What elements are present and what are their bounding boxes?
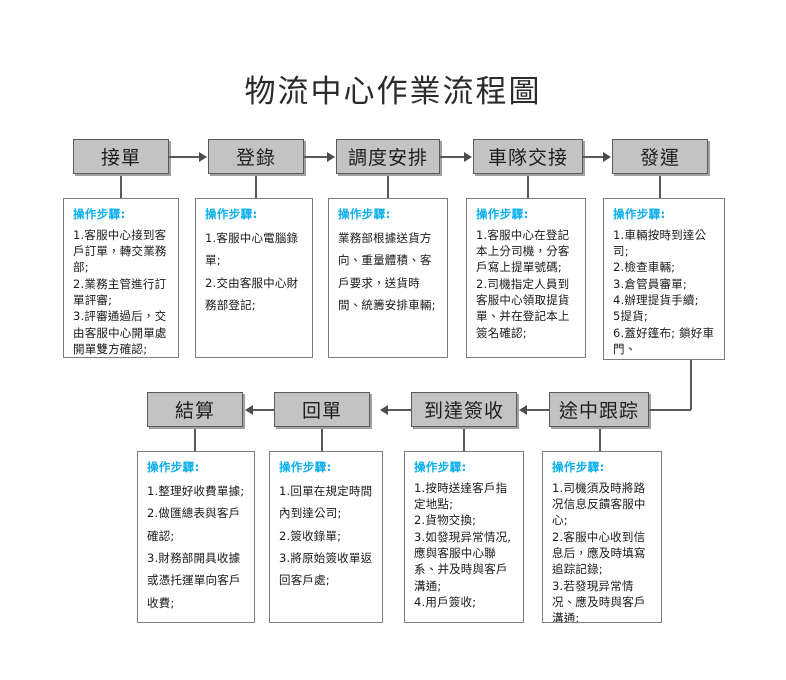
connector-shipping-wrap-horizontal — [648, 409, 691, 411]
detail-body: 1.車輛按時到達公司; 2.檢查車輛; 3.倉管員審單; 4.辦理提貨手續; 5… — [613, 227, 715, 359]
connector-return-receipt-to-settlement — [253, 409, 275, 411]
arrow-head-return-receipt — [380, 405, 388, 415]
stem-return-receipt — [321, 429, 323, 451]
detail-heading: 操作步驟: — [147, 460, 200, 474]
detail-body: 1.按時送達客戶指定地點; 2.貨物交換; 3.如發現异常情况,應與客服中心聯系… — [414, 480, 512, 610]
connector-tracking-to-arrival-signoff — [527, 409, 550, 411]
detail-body: 1.整理好收費單據; 2.做匯總表與客戶確認; 3.財務部開具收據或憑托運單向客… — [147, 483, 245, 610]
detail-box-dispatch-arrangement: 操作步驟: 業務部根據送貨方向、重量體積、客戶要求，送貨時間、統籌安排車輛; — [328, 198, 448, 358]
stage-box-arrival-signoff[interactable]: 到達簽收 — [411, 392, 517, 427]
stem-settlement — [194, 429, 196, 451]
stage-box-registration[interactable]: 登錄 — [208, 139, 304, 174]
connector-shipping-wrap-vertical — [690, 360, 692, 410]
detail-box-return-receipt: 操作步驟: 1.回單在規定時間內到達公司; 2.簽收錄單; 3.將原始簽收單返回… — [269, 451, 383, 623]
detail-body: 1.客服中心在登記本上分司機，分客戶寫上提單號碼; 2.司機指定人員到客服中心領… — [476, 227, 570, 340]
detail-heading: 操作步驟: — [414, 460, 467, 474]
detail-box-shipping: 操作步驟: 1.車輛按時到達公司; 2.檢查車輛; 3.倉管員審單; 4.辦理提… — [603, 198, 725, 360]
detail-heading: 操作步驟: — [73, 207, 126, 221]
detail-heading: 操作步驟: — [205, 207, 258, 221]
detail-heading: 操作步驟: — [338, 207, 391, 221]
arrow-head-settlement — [245, 405, 253, 415]
detail-heading: 操作步驟: — [552, 460, 605, 474]
stem-registration — [255, 176, 257, 198]
connector-arrival-signoff-to-return-receipt — [388, 409, 412, 411]
detail-box-arrival-signoff: 操作步驟: 1.按時送達客戶指定地點; 2.貨物交換; 3.如發現异常情况,應與… — [404, 451, 524, 623]
detail-heading: 操作步驟: — [476, 207, 529, 221]
detail-box-registration: 操作步驟: 1.客服中心電腦錄單; 2.交由客服中心財務部登記; — [195, 198, 313, 358]
arrow-head-arrival-signoff — [519, 405, 527, 415]
detail-body: 業務部根據送貨方向、重量體積、客戶要求，送貨時間、統籌安排車輛; — [338, 230, 436, 313]
detail-body: 1.回單在規定時間內到達公司; 2.簽收錄單; 3.將原始簽收單返回客戶處; — [279, 483, 373, 588]
stem-order-intake — [120, 176, 122, 198]
connector-registration-to-dispatch — [304, 156, 329, 158]
arrow-head-registration — [199, 152, 207, 162]
detail-heading: 操作步驟: — [279, 460, 332, 474]
stage-box-dispatch-arrangement[interactable]: 調度安排 — [336, 139, 440, 174]
detail-heading: 操作步驟: — [613, 207, 666, 221]
stage-box-shipping[interactable]: 發運 — [612, 139, 708, 174]
connector-dispatch-to-fleet-handover — [440, 156, 466, 158]
stem-fleet-handover — [527, 176, 529, 198]
detail-body: 1.司機須及時將路况信息反饋客服中心; 2.客服中心收到信息后，應及時填寫追踪記… — [552, 480, 646, 623]
detail-box-fleet-handover: 操作步驟: 1.客服中心在登記本上分司機，分客戶寫上提單號碼; 2.司機指定人員… — [466, 198, 586, 358]
detail-box-settlement: 操作步驟: 1.整理好收費單據; 2.做匯總表與客戶確認; 3.財務部開具收據或… — [137, 451, 255, 623]
detail-body: 1.客服中心接到客戶訂單，轉交業務部; 2.業務主管進行訂單評審; 3.評審通過… — [73, 227, 167, 357]
stem-in-transit-tracking — [599, 429, 601, 451]
stem-arrival-signoff — [463, 429, 465, 451]
stage-box-settlement[interactable]: 結算 — [147, 392, 243, 427]
stage-box-order-intake[interactable]: 接單 — [73, 139, 169, 174]
stage-box-return-receipt[interactable]: 回單 — [274, 392, 370, 427]
arrow-head-fleet-handover — [464, 152, 472, 162]
detail-box-order-intake: 操作步驟: 1.客服中心接到客戶訂單，轉交業務部; 2.業務主管進行訂單評審; … — [63, 198, 179, 358]
detail-body: 1.客服中心電腦錄單; 2.交由客服中心財務部登記; — [205, 230, 299, 313]
detail-box-in-transit-tracking: 操作步驟: 1.司機須及時將路况信息反饋客服中心; 2.客服中心收到信息后，應及… — [542, 451, 662, 623]
connector-fleet-handover-to-shipping — [583, 156, 605, 158]
arrow-head-dispatch — [327, 152, 335, 162]
stage-box-fleet-handover[interactable]: 車隊交接 — [473, 139, 583, 174]
connector-order-intake-to-registration — [169, 156, 201, 158]
stem-shipping — [659, 176, 661, 198]
page-title: 物流中心作業流程圖 — [244, 74, 542, 110]
arrow-head-shipping — [603, 152, 611, 162]
stem-dispatch-arrangement — [387, 176, 389, 198]
stage-box-in-transit-tracking[interactable]: 途中跟踪 — [549, 392, 649, 427]
